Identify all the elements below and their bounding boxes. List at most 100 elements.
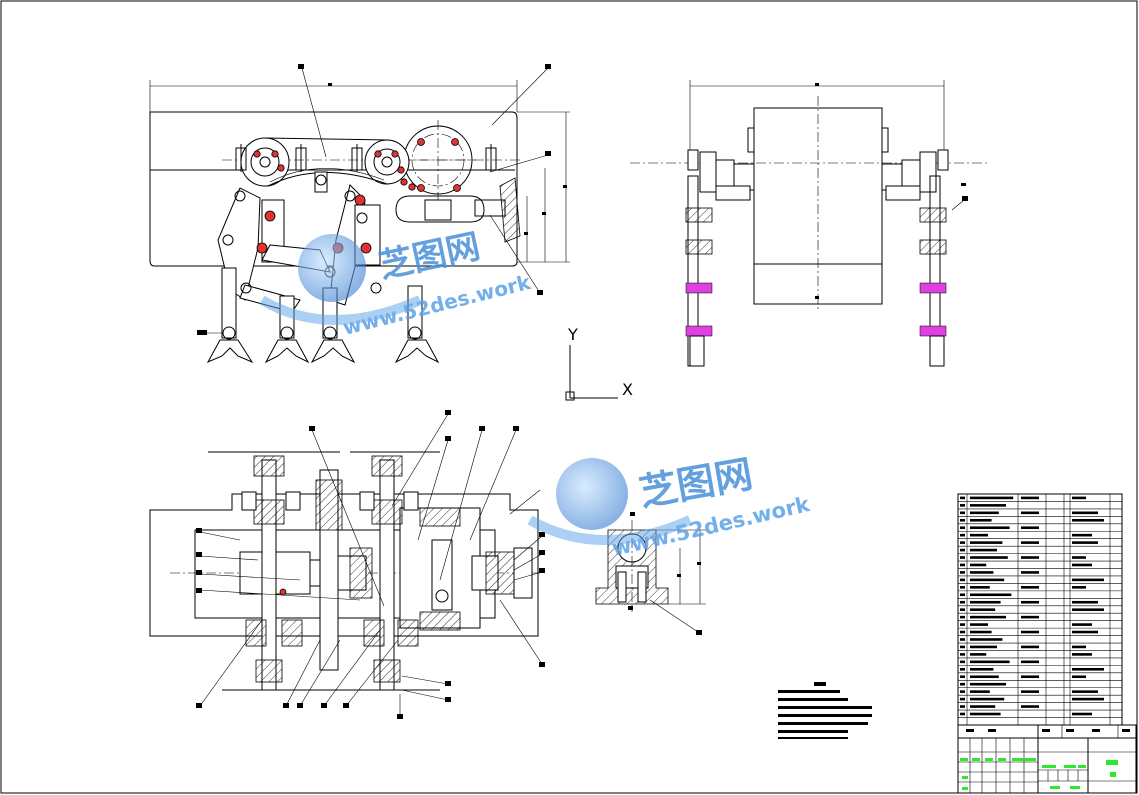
bom-name-mark — [970, 541, 1003, 544]
bom-name-mark — [970, 496, 1014, 500]
bom-index-mark — [960, 496, 965, 500]
x-axis-label: X — [622, 380, 633, 399]
bom-material-mark — [1072, 586, 1086, 589]
bom-spec-mark — [1021, 526, 1039, 530]
y-axis-label: Y — [567, 325, 578, 344]
bom-name-mark — [970, 682, 1006, 686]
bom-index-mark — [960, 600, 965, 604]
bom-index-mark — [960, 556, 965, 559]
bom-index-mark — [960, 712, 965, 716]
bom-spec-mark — [1021, 690, 1039, 693]
bom-index-mark — [960, 608, 965, 611]
bom-index-mark — [960, 690, 965, 693]
watermark-logo-bottom: 芝图网 www.52des.work — [527, 452, 813, 561]
bom-material-mark — [1072, 653, 1092, 656]
bom-name-mark — [970, 518, 992, 522]
bom-name-mark — [970, 667, 994, 671]
bom-name-mark — [970, 593, 1012, 597]
bom-index-mark — [960, 623, 965, 626]
gearbox — [399, 507, 481, 629]
bom-index-mark — [960, 705, 965, 708]
bom-index-mark — [960, 638, 965, 641]
bom-material-mark — [1072, 556, 1086, 559]
bom-index-mark — [960, 675, 965, 679]
bom-material-mark — [1072, 697, 1104, 701]
bom-spec-mark — [1021, 660, 1039, 664]
bom-material-mark — [1072, 518, 1104, 522]
bom-name-mark — [970, 653, 987, 656]
bom-name-mark — [970, 600, 1001, 604]
bom-material-mark — [1072, 630, 1098, 634]
watermark-brand-bottom: 芝图网 — [636, 452, 756, 515]
bom-name-mark — [970, 623, 988, 626]
bom-material-mark — [1072, 496, 1086, 500]
bom-name-mark — [970, 615, 1006, 619]
bom-name-mark — [970, 645, 997, 649]
bom-index-mark — [960, 533, 965, 537]
bom-material-mark — [1072, 690, 1098, 693]
bom-name-mark — [970, 511, 999, 515]
plan-view — [149, 410, 545, 719]
bom-name-mark — [970, 705, 996, 708]
bom-spec-mark — [1021, 586, 1039, 589]
bom-index-mark — [960, 630, 965, 634]
watermark-url-top: www.52des.work — [340, 270, 533, 340]
watermark-brand-top: 芝图网 — [376, 226, 484, 286]
bom-index-mark — [960, 548, 965, 552]
bom-index-mark — [960, 526, 965, 530]
bom-index-mark — [960, 586, 965, 589]
watermark-logo-top: 芝图网 www.52des.work — [259, 226, 534, 340]
bom-name-mark — [970, 578, 1005, 582]
bom-name-mark — [970, 533, 988, 537]
bom-spec-mark — [1021, 541, 1039, 544]
bom-name-mark — [970, 586, 990, 589]
ucs-axis-icon: Y X — [565, 325, 633, 401]
bom-material-mark — [1072, 511, 1098, 515]
bom-index-mark — [960, 645, 965, 649]
bom-material-mark — [1072, 578, 1104, 582]
bom-name-mark — [970, 504, 1006, 507]
bom-index-mark — [960, 541, 965, 544]
base-plate-outline — [149, 493, 539, 637]
bom-name-mark — [970, 548, 997, 552]
bom-index-mark — [960, 563, 965, 567]
bom-index-mark — [960, 660, 965, 664]
bom-material-mark — [1072, 712, 1092, 716]
bom-name-mark — [970, 697, 1005, 701]
bom-index-mark — [960, 682, 965, 686]
bom-material-mark — [1072, 533, 1092, 537]
bom-material-mark — [1072, 541, 1098, 544]
bom-name-mark — [970, 690, 990, 693]
bom-name-mark — [970, 556, 1008, 559]
bom-spec-mark — [1021, 496, 1039, 500]
bom-index-mark — [960, 615, 965, 619]
bom-spec-mark — [1021, 511, 1039, 515]
bom-name-mark — [970, 608, 996, 611]
bom-material-mark — [1072, 667, 1104, 671]
bom-material-mark — [1072, 645, 1086, 649]
left-pulley — [240, 137, 290, 187]
bom-spec-mark — [1021, 705, 1039, 708]
bom-material-mark — [1072, 600, 1098, 604]
bom-name-mark — [970, 630, 992, 634]
bom-name-mark — [970, 675, 999, 679]
bom-index-mark — [960, 571, 965, 574]
bom-index-mark — [960, 593, 965, 597]
bom-index-mark — [960, 578, 965, 582]
bom-spec-mark — [1021, 675, 1039, 679]
side-view — [630, 80, 990, 367]
bom-name-mark — [970, 563, 987, 567]
bom-material-mark — [1072, 563, 1092, 567]
bom-name-mark — [970, 526, 1010, 530]
technical-notes — [778, 682, 872, 739]
bom-index-mark — [960, 511, 965, 515]
bom-spec-mark — [1021, 600, 1039, 604]
bom-index-mark — [960, 518, 965, 522]
bom-spec-mark — [1021, 645, 1039, 649]
bom-index-mark — [960, 504, 965, 507]
bom-spec-mark — [1021, 556, 1039, 559]
bom-name-mark — [970, 660, 1010, 664]
